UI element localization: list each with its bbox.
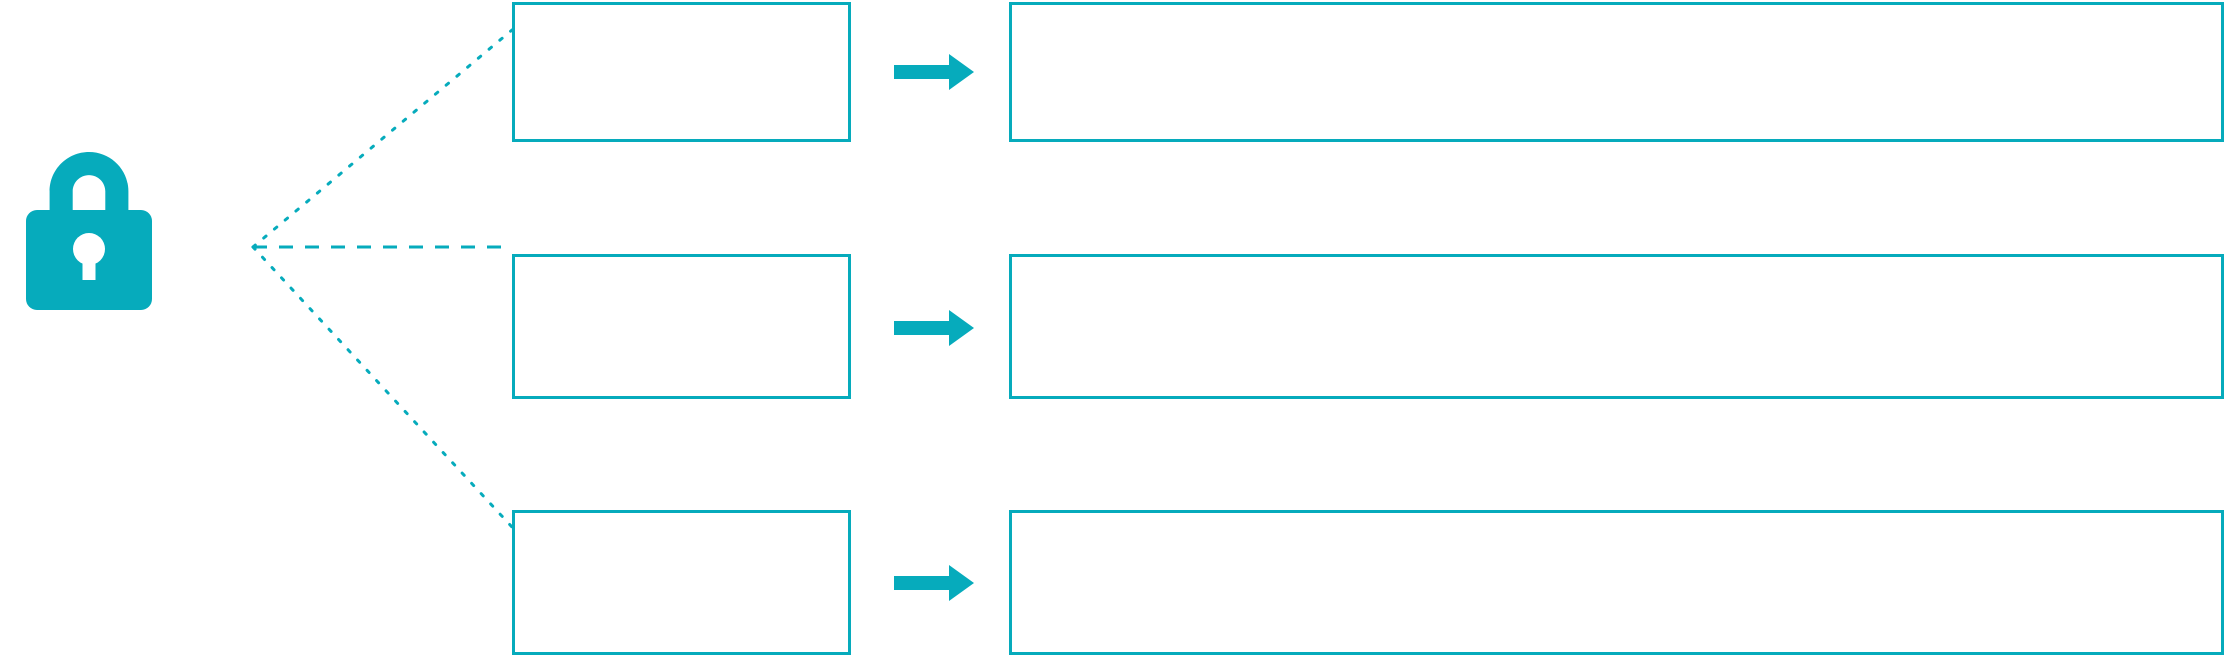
row-3-detail-box[interactable] bbox=[1009, 510, 2224, 655]
padlock-icon bbox=[26, 152, 152, 310]
row-1-detail-box[interactable] bbox=[1009, 2, 2224, 142]
flow-row-1 bbox=[0, 0, 2229, 145]
row-2-detail-box[interactable] bbox=[1009, 254, 2224, 399]
row-1-arrow-icon bbox=[894, 54, 974, 90]
row-1-primary-box[interactable] bbox=[512, 2, 851, 142]
flow-row-2 bbox=[0, 252, 2229, 400]
row-3-primary-box[interactable] bbox=[512, 510, 851, 655]
row-2-primary-box[interactable] bbox=[512, 254, 851, 399]
row-3-arrow-icon bbox=[894, 565, 974, 601]
row-2-arrow-icon bbox=[894, 310, 974, 346]
flow-row-3 bbox=[0, 508, 2229, 655]
